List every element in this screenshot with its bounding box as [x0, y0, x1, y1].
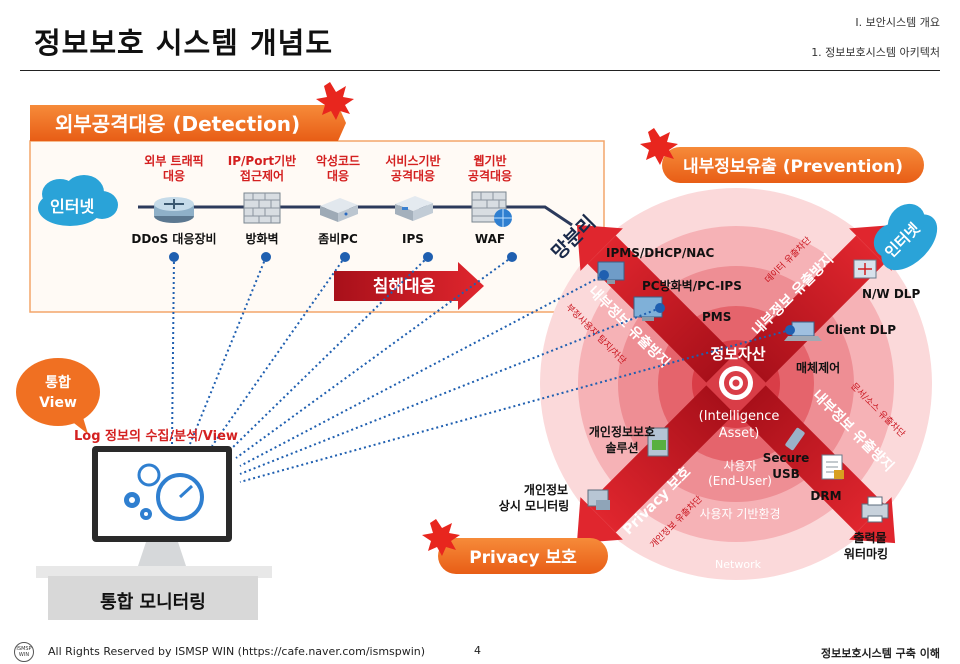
monitoring-station: 통합 View Log 정보의 수집/분석/View 통합 모니터링: [16, 358, 272, 620]
ipms-label: IPMS/DHCP/NAC: [606, 246, 715, 260]
pii-solution-line1: 개인정보보호: [589, 424, 655, 439]
asset-sub-line2: Asset): [719, 426, 760, 441]
view-badge-line1: 통합: [45, 374, 71, 391]
log-connections: [169, 252, 795, 483]
secure-usb-line2: USB: [772, 467, 800, 481]
privacy-title: Privacy 보호: [469, 548, 577, 568]
web-firewall-icon: [471, 191, 512, 227]
device-category-line2: 공격대응: [468, 168, 512, 183]
media-control-label: 매체제어: [796, 360, 840, 375]
firewall-icon: [243, 192, 281, 224]
header-divider: [20, 70, 940, 71]
user-label-line2: (End-User): [708, 474, 772, 488]
watermark-line2: 워터마킹: [844, 546, 888, 561]
prevention-title: 내부정보유출 (Prevention): [683, 157, 903, 177]
drm-label: DRM: [810, 489, 841, 503]
footer-logo: ISMSP WIN: [14, 642, 34, 662]
asset-sub-line1: (Intelligence: [699, 409, 780, 424]
device-ips: 서비스기반 공격대응 IPS: [385, 153, 440, 246]
watermark-line1: 출력물: [853, 530, 886, 545]
monitor-icon: [36, 446, 272, 620]
intrusion-response-arrow: 침해대응: [334, 262, 484, 310]
pms-label: PMS: [702, 310, 731, 324]
intrusion-response-label: 침해대응: [373, 276, 436, 297]
footer-doc-title: 정보보호시스템 구축 이해: [821, 647, 940, 660]
usb-icon: [785, 427, 805, 451]
pc-icon: [633, 296, 663, 321]
secure-usb-line1: Secure: [763, 451, 810, 465]
device-category-line2: 대응: [327, 168, 349, 183]
device-category-line1: 악성코드: [316, 154, 360, 168]
asset-title: 정보자산: [710, 345, 765, 363]
device-name: WAF: [475, 232, 505, 246]
switch-icon: [853, 259, 877, 279]
detection-banner: [30, 105, 346, 141]
detection-title: 외부공격대응 (Detection): [55, 112, 300, 136]
device-name: 방화벽: [245, 231, 278, 246]
device-zombie-pc: 악성코드 대응 좀비PC: [316, 154, 360, 246]
privacy-banner: Privacy 보호: [422, 519, 608, 574]
detection-panel: 외부공격대응 (Detection) 인터넷 외부 트래픽 대응: [29, 82, 605, 313]
internet-label: 인터넷: [50, 197, 94, 216]
device-firewall: IP/Port기반 접근제어 방화벽: [228, 153, 296, 246]
device-ddos: 외부 트래픽 대응 DDoS 대응장비: [131, 153, 216, 246]
network-label: Network: [715, 558, 762, 571]
pii-solution-line2: 솔루션: [605, 440, 638, 455]
burst-icon: [316, 82, 354, 120]
view-badge-line2: View: [39, 395, 77, 411]
device-name: DDoS 대응장비: [131, 231, 216, 246]
device-name: IPS: [402, 232, 424, 246]
server-icon: [320, 198, 358, 222]
laptop-icon: [784, 321, 822, 341]
prevention-banner: 내부정보유출 (Prevention): [640, 128, 924, 183]
burst-icon: [422, 519, 460, 556]
monitoring-name: 통합 모니터링: [100, 591, 206, 613]
user-label-line1: 사용자: [723, 459, 756, 473]
document-lock-icon: [821, 454, 844, 480]
device-category-line1: 서비스기반: [385, 153, 440, 168]
device-category-line2: 접근제어: [240, 168, 284, 183]
pii-monitor-line1: 개인정보: [524, 482, 568, 497]
device-name: 좀비PC: [318, 231, 358, 246]
pii-server-icon: [647, 427, 669, 457]
log-label: Log 정보의 수집/분석/View: [74, 428, 238, 444]
appliance-icon: [395, 196, 433, 221]
cloud-icon: [38, 175, 118, 226]
page-title: 정보보호 시스템 개념도: [34, 26, 333, 60]
router-icon: [154, 197, 194, 223]
client-dlp-label: Client DLP: [826, 323, 896, 337]
internet-cloud-right: [873, 203, 938, 271]
arrow-bottom-left: [576, 385, 735, 544]
device-category-line1: IP/Port기반: [228, 153, 296, 168]
device-category-line2: 대응: [163, 168, 185, 183]
user-env-label: 사용자 기반환경: [699, 507, 780, 521]
target-icon: [719, 366, 753, 400]
footer-copyright: All Rights Reserved by ISMSP WIN (https:…: [48, 645, 426, 658]
nw-dlp-label: N/W DLP: [862, 287, 920, 301]
device-category-line1: 웹기반: [473, 153, 506, 168]
burst-icon: [640, 128, 678, 165]
pii-monitor-icon: [587, 489, 610, 510]
pc-firewall-label: PC방화벽/PC-IPS: [642, 278, 742, 293]
device-waf: 웹기반 공격대응 WAF: [468, 153, 512, 246]
pii-monitor-line2: 상시 모니터링: [499, 498, 569, 513]
device-category-line1: 외부 트래픽: [144, 153, 203, 168]
detection-box: [29, 140, 605, 313]
printer-icon: [861, 496, 889, 523]
device-category-line2: 공격대응: [391, 168, 435, 183]
header-subsection: 1. 정보보호시스템 아키텍처: [811, 46, 940, 59]
page-number: 4: [474, 644, 481, 657]
header-section: Ⅰ. 보안시스템 개요: [855, 16, 940, 29]
view-badge: [16, 358, 100, 426]
